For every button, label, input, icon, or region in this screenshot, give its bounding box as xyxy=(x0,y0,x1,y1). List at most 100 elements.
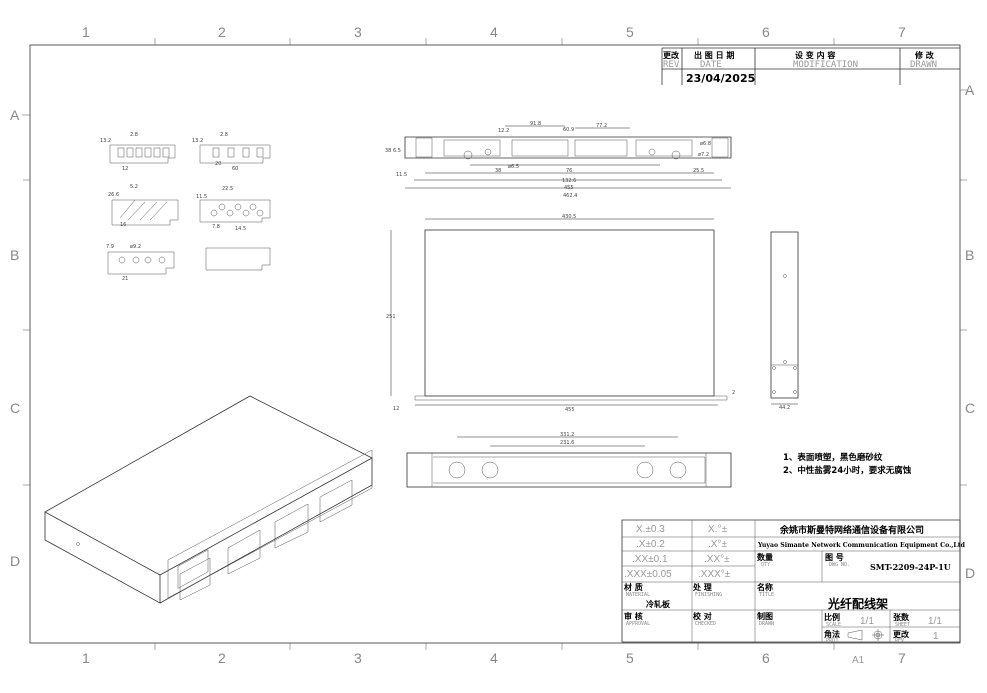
sheet-label: 张数 xyxy=(893,612,910,622)
top-view: 430.5 251 455 12 2 xyxy=(386,214,735,413)
isometric-view xyxy=(44,395,373,604)
title-block: X.±0.3 X.°± .X±0.2 .X°± .XX±0.1 .XX°± .X… xyxy=(621,519,966,644)
dim-label: 231.6 xyxy=(560,440,574,446)
drawn-label: 制图 xyxy=(757,611,773,621)
dim-label: 5.2 xyxy=(130,184,138,190)
material-value: 冷轧板 xyxy=(646,599,671,609)
tolerance-linear: .X±0.2 xyxy=(636,539,665,550)
checked-label-en: CHECKED xyxy=(695,621,716,627)
zone-col-4: 4 xyxy=(490,24,498,40)
zone-row-c: C xyxy=(965,400,975,416)
zone-row-b: B xyxy=(10,247,19,263)
date-label-en: DATE xyxy=(700,60,722,70)
note-1: 1、表面喷塑，黑色磨砂纹 xyxy=(783,452,883,463)
zone-markers xyxy=(22,38,967,650)
date-label: 出 图 日 期 xyxy=(694,50,734,60)
dim-label: 2.8 xyxy=(220,132,228,138)
tolerance-angular: .XXX°± xyxy=(698,569,731,580)
dim-label: 25.5 xyxy=(693,168,704,174)
dim-label: 38 xyxy=(495,168,501,174)
scale-label: 比例 xyxy=(824,612,840,622)
zone-col-1: 1 xyxy=(82,650,90,666)
drawn-label: 修 改 xyxy=(914,50,935,60)
sheet-label-en: SHEET xyxy=(895,622,910,628)
dim-label: 20 xyxy=(215,161,221,167)
finishing-label-en: FINISHING xyxy=(695,592,722,598)
dim-label: 21 xyxy=(122,276,128,282)
zone-row-a: A xyxy=(10,107,20,123)
dim-label: 331.2 xyxy=(560,432,574,438)
dim-label: 60.9 xyxy=(563,127,574,133)
company-name-en: Yuyao Simante Network Communication Equi… xyxy=(757,542,966,549)
zone-col-6: 6 xyxy=(762,650,770,666)
sheet-size: A1 xyxy=(852,655,865,666)
dim-label: 16 xyxy=(120,222,126,228)
dim-label: 13.2 xyxy=(100,138,111,144)
side-view: 44.2 xyxy=(770,231,799,411)
revision-date: 23/04/2025 xyxy=(686,72,755,85)
finishing-label: 处 理 xyxy=(692,582,712,592)
dim-label: 132.6 xyxy=(562,178,576,184)
dim-label: 12.2 xyxy=(498,128,509,134)
tolerance-linear: X.±0.3 xyxy=(636,524,665,535)
projection-label: 角法 xyxy=(824,629,840,639)
sheet-value: 1/1 xyxy=(928,616,942,627)
drawing-frame xyxy=(29,44,961,644)
zone-row-b: B xyxy=(965,247,974,263)
approval-label: 审 核 xyxy=(624,611,643,621)
zone-col-3: 3 xyxy=(354,24,362,40)
drawn-label-en: DRAWN xyxy=(910,60,937,70)
rev-label-en: REV xyxy=(663,60,680,70)
zone-labels-top: 1 2 3 4 5 6 7 xyxy=(82,24,906,40)
detail-dimension-labels: 13.2 2.8 12 13.2 2.8 20 60 26.6 5.2 16 1… xyxy=(100,132,246,282)
material-label-en: MATERIAL xyxy=(626,592,650,598)
revision-label: 更改 xyxy=(893,629,910,639)
drawing-title: 光纤配线架 xyxy=(827,596,888,611)
tolerance-angular: .XX°± xyxy=(704,554,730,565)
zone-col-5: 5 xyxy=(626,24,634,40)
dim-label: 2.8 xyxy=(130,132,138,138)
dwg-no-label: 图 号 xyxy=(825,553,844,562)
zone-col-3: 3 xyxy=(354,650,362,666)
tolerance-angular: X.°± xyxy=(708,524,727,535)
dim-label: ø6.5 xyxy=(508,164,519,170)
dim-label: 44.2 xyxy=(779,405,790,411)
zone-col-1: 1 xyxy=(82,24,90,40)
zone-labels-bottom: 1 2 3 4 5 6 7 A1 xyxy=(82,650,906,666)
drawing-number: SMT-2209-24P-1U xyxy=(870,562,951,572)
dim-label: 6.5 xyxy=(393,148,401,154)
dim-label: 251 xyxy=(386,314,396,320)
dim-label: 12 xyxy=(393,406,399,412)
detail-adapter-plates xyxy=(107,144,271,275)
dim-label: 455 xyxy=(565,407,575,413)
dim-label: 77.2 xyxy=(596,123,607,129)
approval-label-en: APPROVAL xyxy=(626,621,650,627)
dim-label: 26.6 xyxy=(108,192,119,198)
qty-label-en: QTY xyxy=(761,562,770,568)
rear-view: 331.2 231.6 xyxy=(406,432,732,488)
zone-col-6: 6 xyxy=(762,24,770,40)
dim-label: 7.8 xyxy=(212,224,220,230)
dim-label: 11.5 xyxy=(396,172,407,178)
zone-labels-side: A B C D A B C D xyxy=(10,82,975,581)
title-label: 名称 xyxy=(757,582,773,592)
dim-label: 91.8 xyxy=(530,121,541,127)
dim-label: 462.4 xyxy=(563,193,577,199)
dwg-no-label-en: DWG NO. xyxy=(829,562,850,568)
front-view xyxy=(404,125,732,189)
zone-col-4: 4 xyxy=(490,650,498,666)
zone-col-7: 7 xyxy=(898,650,906,666)
dim-label: ø7.2 xyxy=(698,152,709,158)
dim-label: 76 xyxy=(566,168,572,174)
dim-label: ø9.2 xyxy=(130,244,141,250)
dim-label: 7.9 xyxy=(106,244,114,250)
zone-col-7: 7 xyxy=(898,24,906,40)
dim-label: 2 xyxy=(732,390,735,396)
projection-symbol-icon xyxy=(847,629,884,641)
dim-label: 60 xyxy=(232,166,238,172)
company-name: 余姚市斯曼特网络通信设备有限公司 xyxy=(779,524,924,536)
revision-label-en: REV xyxy=(895,638,904,644)
dim-label: ø6.8 xyxy=(700,141,711,147)
dim-label: 430.5 xyxy=(562,214,576,220)
scale-value: 1/1 xyxy=(860,616,874,627)
